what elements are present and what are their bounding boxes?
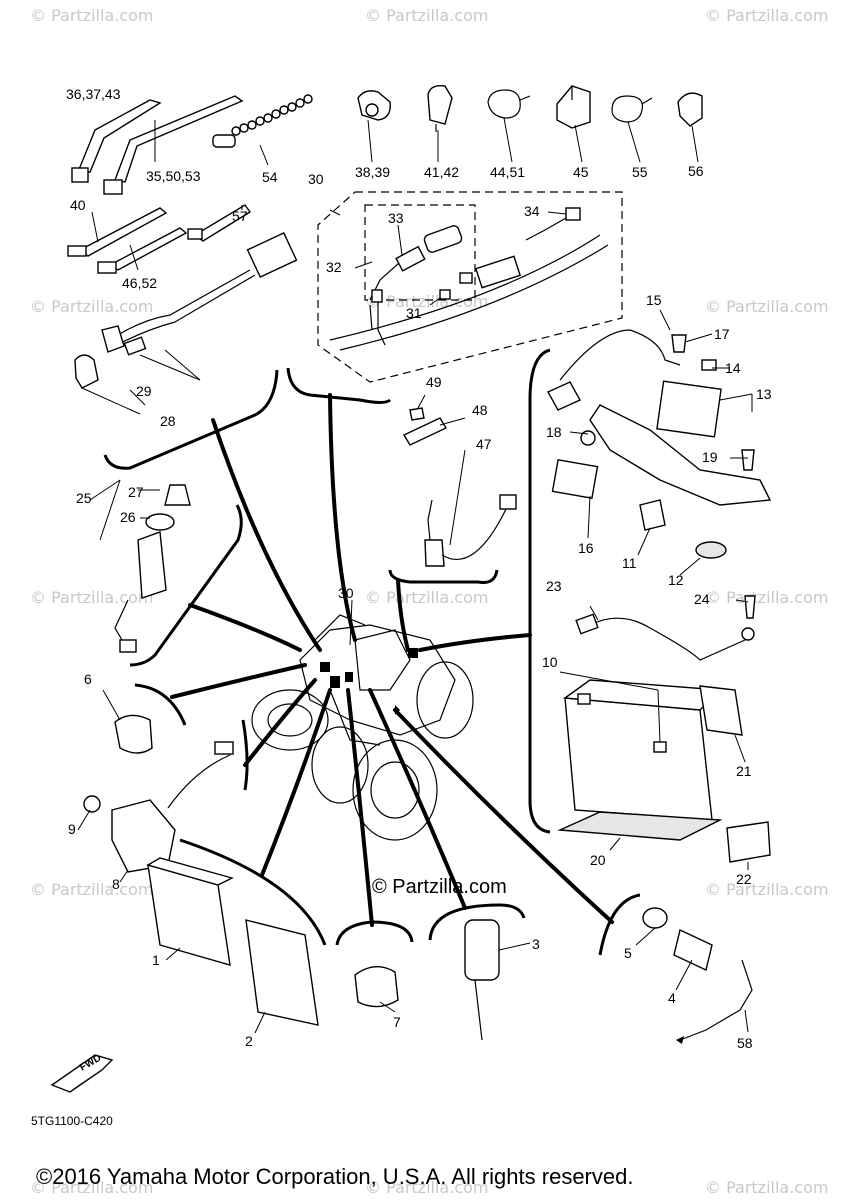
callout-21: 21 [736,763,752,779]
callout-leaders [77,117,753,1034]
beaded-tie-54 [212,94,313,148]
callout-28: 28 [160,413,176,429]
callout-1: 1 [152,952,160,968]
center-watermark: © Partzilla.com [372,876,507,898]
callout-49: 49 [426,374,442,390]
callout-27: 27 [128,484,144,500]
callout-17: 17 [714,326,730,342]
callout-13: 13 [756,386,772,402]
callout-12: 12 [668,572,684,588]
callout-labels: 36,37,43 35,50,53 54 40 46,52 57 30 38,3… [66,86,772,1051]
callout-5: 5 [624,945,632,961]
callout-14: 14 [725,360,741,376]
callout-32: 32 [326,259,342,275]
leader-lines [170,393,614,927]
watermark-text: © Partzilla.com [365,588,488,607]
copyright-notice: ©2016 Yamaha Motor Corporation, U.S.A. A… [36,1164,633,1189]
callout-58: 58 [737,1035,753,1051]
callout-25: 25 [76,490,92,506]
harness-dashed-box [317,191,623,383]
diagram-code: 5TG1100-C420 [31,1114,113,1128]
watermark-text: © Partzilla.com [365,6,488,25]
watermark-text: © Partzilla.com [705,588,828,607]
callout-47: 47 [476,436,492,452]
callout-22: 22 [736,871,752,887]
callout-34: 34 [524,203,540,219]
callout-7: 7 [393,1014,401,1030]
callout-38-39: 38,39 [355,164,390,180]
callout-11: 11 [622,555,637,571]
callout-45: 45 [573,164,589,180]
left-middle-parts [83,484,234,873]
watermark-text: © Partzilla.com [30,880,153,899]
callout-29: 29 [136,383,152,399]
watermark-text: © Partzilla.com [705,1178,828,1197]
callout-30-harness: 30 [308,171,324,187]
callout-46-52: 46,52 [122,275,157,291]
callout-41-42: 41,42 [424,164,459,180]
callout-18: 18 [546,424,562,440]
top-fasteners [67,85,703,274]
callout-6: 6 [84,671,92,687]
callout-4: 4 [668,990,676,1006]
callout-31: 31 [406,305,422,321]
callout-15: 15 [646,292,662,308]
watermark-text: © Partzilla.com [30,1178,153,1197]
callout-3: 3 [532,936,540,952]
callout-24: 24 [694,591,710,607]
callout-20: 20 [590,852,606,868]
sub-harness-28 [74,232,298,389]
watermark-text: © Partzilla.com [705,880,828,899]
callout-9: 9 [68,821,76,837]
callout-54: 54 [262,169,278,185]
callout-2: 2 [245,1033,253,1049]
callout-8: 8 [112,876,120,892]
callout-57: 57 [232,208,248,224]
watermark-text: © Partzilla.com [30,6,153,25]
callout-36-37-43: 36,37,43 [66,86,121,102]
callout-10: 10 [542,654,558,670]
callout-55: 55 [632,164,648,180]
callout-40: 40 [70,197,86,213]
callout-23: 23 [546,578,562,594]
callout-56: 56 [688,163,704,179]
callout-35-50-53: 35,50,53 [146,168,201,184]
watermark-text: © Partzilla.com [30,588,153,607]
callout-44-51: 44,51 [490,164,525,180]
watermarks: © Partzilla.com © Partzilla.com © Partzi… [30,6,828,1197]
bottom-parts [146,407,753,1044]
relay-bracket-assembly [547,329,772,559]
watermark-text: © Partzilla.com [705,297,828,316]
watermark-text: © Partzilla.com [365,1178,488,1197]
watermark-text: © Partzilla.com [30,297,153,316]
battery-group [557,595,771,863]
fwd-arrow: FWD [50,1053,114,1093]
watermark-text: © Partzilla.com [705,6,828,25]
watermark-text: © Partzilla.com [365,292,488,311]
callout-33: 33 [388,210,404,226]
callout-30-main: 30 [338,585,354,601]
callout-19: 19 [702,449,718,465]
group-brackets [103,348,641,956]
atv-silhouette [251,614,474,841]
callout-16: 16 [578,540,594,556]
callout-48: 48 [472,402,488,418]
callout-26: 26 [120,509,136,525]
